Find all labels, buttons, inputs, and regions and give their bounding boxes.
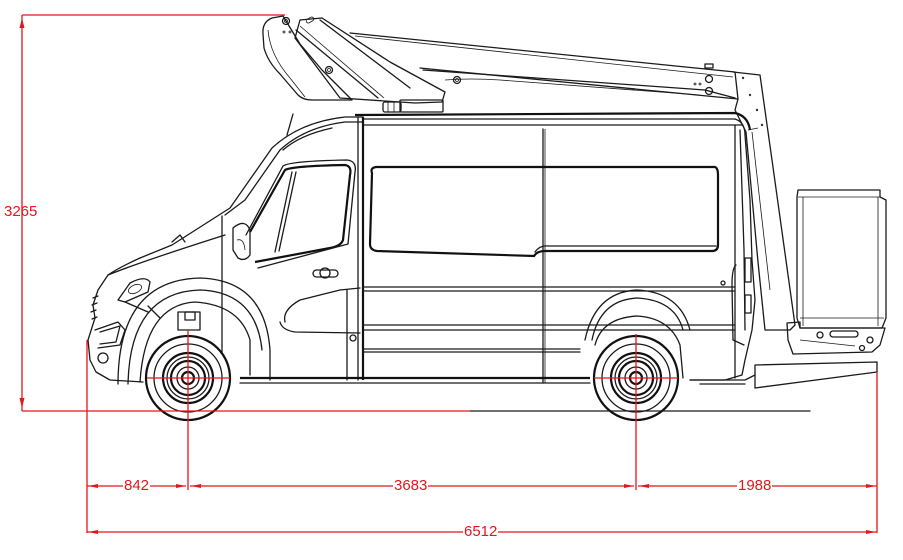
van-body xyxy=(87,111,878,389)
work-basket xyxy=(786,189,887,355)
wheelbase-label: 3683 xyxy=(393,477,429,494)
rear-overhang-label: 1988 xyxy=(737,477,773,494)
overall-length-label: 6512 xyxy=(463,523,499,540)
overall-height-label: 3265 xyxy=(4,203,38,220)
boom-assembly xyxy=(262,15,796,331)
dimension-lines xyxy=(19,14,878,534)
front-overhang-label: 842 xyxy=(123,477,151,494)
